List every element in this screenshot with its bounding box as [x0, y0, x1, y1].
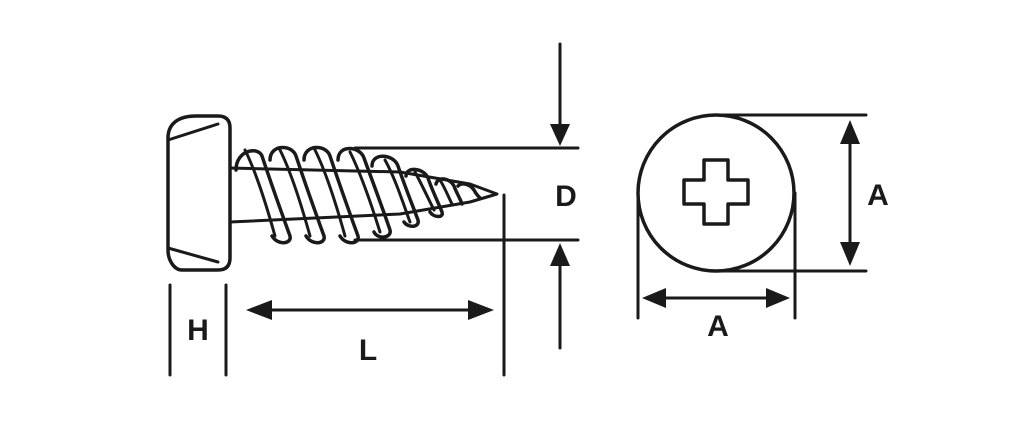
- diameter-label: D: [555, 180, 577, 213]
- length-label: L: [359, 334, 377, 367]
- dimension-a-vertical: [714, 113, 868, 273]
- dimension-d: [353, 42, 580, 350]
- head-width-vertical-label: A: [867, 179, 889, 212]
- phillips-head-icon: [636, 113, 796, 273]
- dimension-a-horizontal: [636, 191, 797, 320]
- screw-side-view-icon: [166, 114, 499, 272]
- head-width-horizontal-label: A: [707, 310, 729, 343]
- head-height-label: H: [187, 314, 209, 347]
- dimension-l: [246, 193, 506, 377]
- dimension-h: [168, 283, 228, 377]
